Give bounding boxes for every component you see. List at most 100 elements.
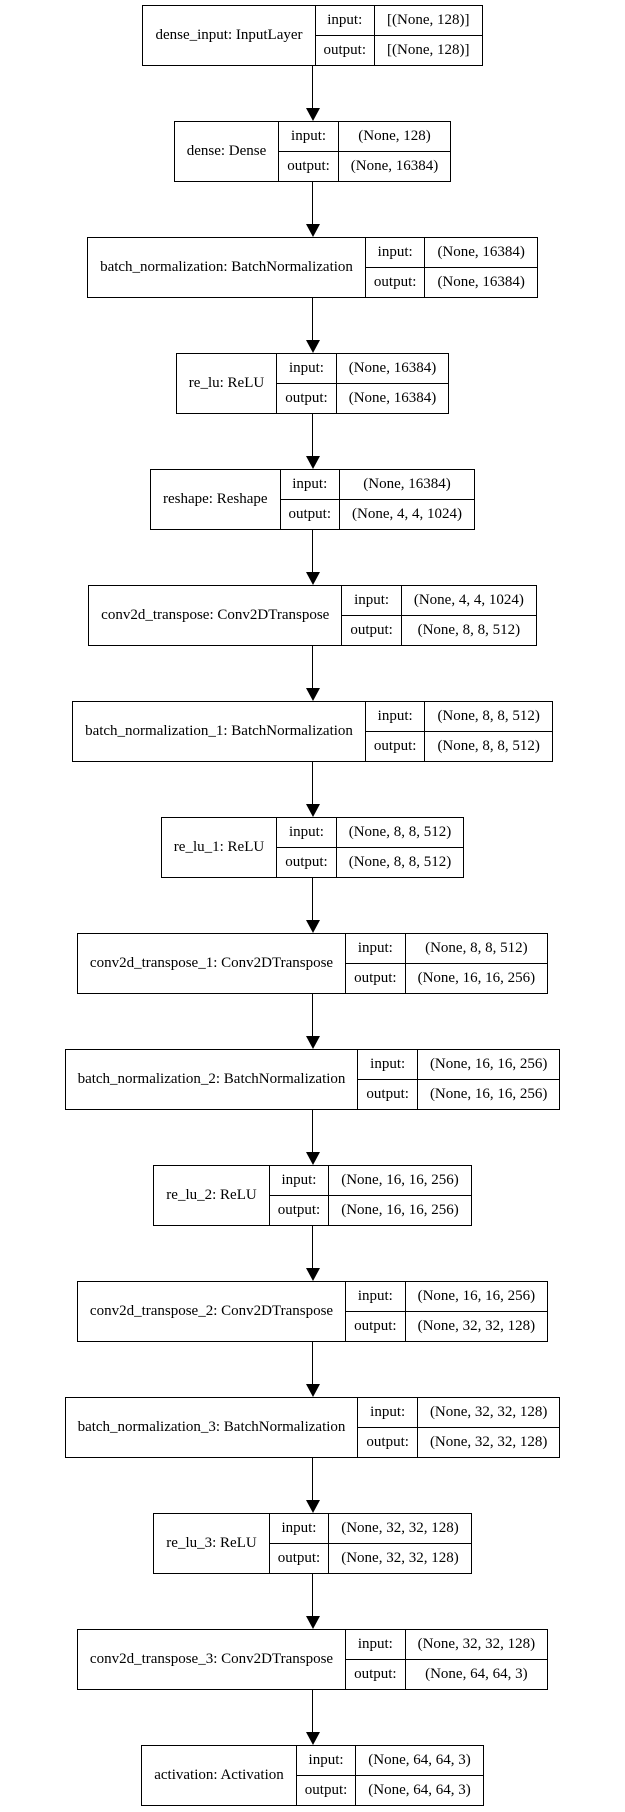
input-shape: (None, 4, 4, 1024) bbox=[400, 585, 537, 616]
input-shape: (None, 8, 8, 512) bbox=[424, 701, 553, 732]
arrow-down-icon bbox=[305, 1458, 320, 1513]
layer-name: batch_normalization: BatchNormalization bbox=[87, 237, 366, 298]
arrow-down-icon bbox=[305, 182, 320, 237]
arrow-head bbox=[305, 1500, 320, 1513]
arrow-down-icon bbox=[305, 1690, 320, 1745]
layer-node: re_lu_1: ReLU input: (None, 8, 8, 512) o… bbox=[160, 817, 465, 878]
layer-node: batch_normalization_2: BatchNormalizatio… bbox=[64, 1049, 561, 1110]
input-label: input: bbox=[345, 1629, 406, 1660]
layer-name: re_lu: ReLU bbox=[175, 353, 278, 414]
layer-name: conv2d_transpose_1: Conv2DTranspose bbox=[76, 933, 347, 994]
output-shape: (None, 8, 8, 512) bbox=[424, 731, 553, 762]
output-label: output: bbox=[357, 1427, 418, 1458]
arrow-head bbox=[305, 572, 320, 585]
input-label: input: bbox=[279, 469, 341, 500]
arrow-head bbox=[305, 456, 320, 469]
output-label: output: bbox=[279, 499, 341, 530]
layer-node: batch_normalization: BatchNormalization … bbox=[87, 237, 538, 298]
input-shape: (None, 64, 64, 3) bbox=[355, 1745, 484, 1776]
output-label: output: bbox=[276, 383, 337, 414]
output-shape: (None, 32, 32, 128) bbox=[416, 1427, 561, 1458]
input-label: input: bbox=[364, 701, 426, 732]
output-shape: (None, 16, 16, 256) bbox=[404, 963, 549, 994]
layer-node: dense: Dense input: (None, 128) output: … bbox=[173, 121, 452, 182]
arrow-head bbox=[305, 340, 320, 353]
layer-node: batch_normalization_1: BatchNormalizatio… bbox=[72, 701, 553, 762]
input-label: input: bbox=[276, 353, 337, 384]
output-label: output: bbox=[364, 731, 426, 762]
arrow-down-icon bbox=[305, 1342, 320, 1397]
input-label: input: bbox=[364, 237, 426, 268]
output-label: output: bbox=[278, 151, 339, 182]
output-shape: (None, 8, 8, 512) bbox=[400, 615, 537, 646]
arrow-down-icon bbox=[305, 762, 320, 817]
input-shape: (None, 8, 8, 512) bbox=[404, 933, 549, 964]
output-label: output: bbox=[345, 1311, 406, 1342]
layer-node: conv2d_transpose_1: Conv2DTranspose inpu… bbox=[76, 933, 549, 994]
arrow-down-icon bbox=[305, 66, 320, 121]
layer-name: batch_normalization_3: BatchNormalizatio… bbox=[64, 1397, 359, 1458]
input-label: input: bbox=[278, 121, 339, 152]
input-shape: (None, 8, 8, 512) bbox=[335, 817, 465, 848]
arrow-head bbox=[305, 1384, 320, 1397]
input-shape: (None, 16384) bbox=[339, 469, 476, 500]
input-label: input: bbox=[345, 933, 406, 964]
output-label: output: bbox=[314, 35, 376, 66]
arrow-down-icon bbox=[305, 878, 320, 933]
arrow-shaft bbox=[311, 1574, 314, 1617]
arrow-shaft bbox=[311, 1110, 314, 1153]
input-shape: (None, 16384) bbox=[424, 237, 538, 268]
input-shape: (None, 16, 16, 256) bbox=[416, 1049, 561, 1080]
layer-name: conv2d_transpose: Conv2DTranspose bbox=[88, 585, 343, 646]
output-shape: (None, 4, 4, 1024) bbox=[339, 499, 476, 530]
arrow-down-icon bbox=[305, 530, 320, 585]
input-label: input: bbox=[357, 1049, 418, 1080]
arrow-head bbox=[305, 1268, 320, 1281]
output-shape: (None, 16, 16, 256) bbox=[416, 1079, 561, 1110]
arrow-shaft bbox=[311, 646, 314, 689]
arrow-shaft bbox=[311, 530, 314, 573]
input-label: input: bbox=[276, 817, 337, 848]
arrow-head bbox=[305, 1036, 320, 1049]
layer-node: re_lu: ReLU input: (None, 16384) output:… bbox=[175, 353, 450, 414]
output-shape: (None, 64, 64, 3) bbox=[355, 1775, 484, 1806]
output-label: output: bbox=[268, 1195, 330, 1226]
input-shape: (None, 16384) bbox=[335, 353, 450, 384]
input-label: input: bbox=[268, 1165, 330, 1196]
input-label: input: bbox=[314, 5, 376, 36]
layer-node: conv2d_transpose_3: Conv2DTranspose inpu… bbox=[76, 1629, 549, 1690]
layer-node: reshape: Reshape input: (None, 16384) ou… bbox=[149, 469, 476, 530]
layer-node: re_lu_2: ReLU input: (None, 16, 16, 256)… bbox=[153, 1165, 472, 1226]
input-shape: (None, 32, 32, 128) bbox=[404, 1629, 549, 1660]
layer-name: conv2d_transpose_3: Conv2DTranspose bbox=[76, 1629, 347, 1690]
output-label: output: bbox=[357, 1079, 418, 1110]
arrow-head bbox=[305, 804, 320, 817]
arrow-shaft bbox=[311, 182, 314, 225]
output-shape: (None, 8, 8, 512) bbox=[335, 847, 465, 878]
arrow-shaft bbox=[311, 1226, 314, 1269]
layer-name: activation: Activation bbox=[141, 1745, 297, 1806]
arrow-shaft bbox=[311, 994, 314, 1037]
arrow-shaft bbox=[311, 878, 314, 921]
output-label: output: bbox=[295, 1775, 357, 1806]
layer-node: batch_normalization_3: BatchNormalizatio… bbox=[64, 1397, 561, 1458]
arrow-down-icon bbox=[305, 646, 320, 701]
layer-node: conv2d_transpose_2: Conv2DTranspose inpu… bbox=[76, 1281, 549, 1342]
input-shape: [(None, 128)] bbox=[374, 5, 483, 36]
layer-name: batch_normalization_2: BatchNormalizatio… bbox=[64, 1049, 359, 1110]
arrow-head bbox=[305, 920, 320, 933]
input-label: input: bbox=[295, 1745, 357, 1776]
output-shape: (None, 32, 32, 128) bbox=[404, 1311, 549, 1342]
input-shape: (None, 16, 16, 256) bbox=[328, 1165, 472, 1196]
output-shape: (None, 16384) bbox=[335, 383, 450, 414]
arrow-head bbox=[305, 1732, 320, 1745]
output-label: output: bbox=[345, 963, 406, 994]
arrow-down-icon bbox=[305, 1574, 320, 1629]
arrow-head bbox=[305, 224, 320, 237]
layer-name: re_lu_3: ReLU bbox=[153, 1513, 270, 1574]
arrow-down-icon bbox=[305, 1226, 320, 1281]
input-label: input: bbox=[345, 1281, 406, 1312]
input-label: input: bbox=[357, 1397, 418, 1428]
layer-node: conv2d_transpose: Conv2DTranspose input:… bbox=[88, 585, 537, 646]
